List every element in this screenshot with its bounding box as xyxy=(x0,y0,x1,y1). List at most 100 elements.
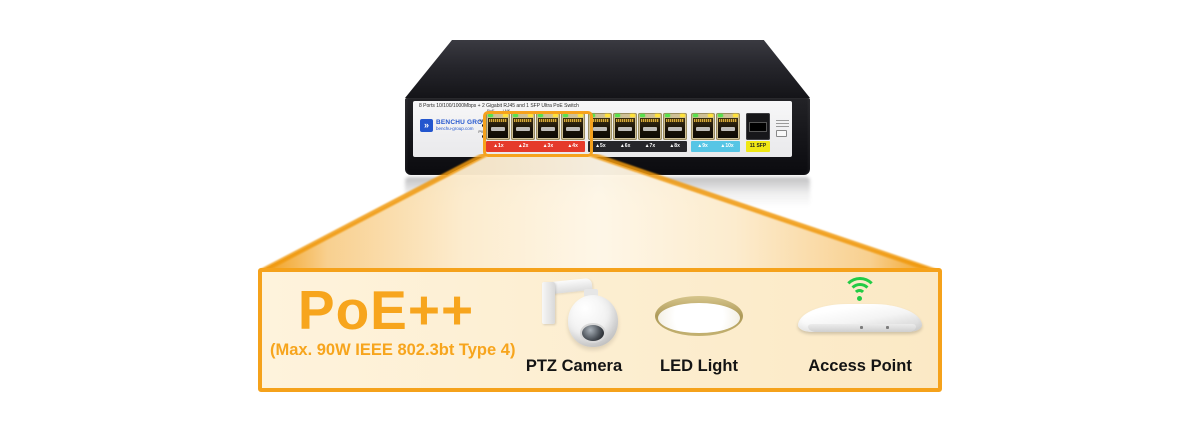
rj45-port-4 xyxy=(561,113,585,140)
link-led-icon xyxy=(615,114,620,117)
port-pins xyxy=(666,119,684,122)
device-label: Access Point xyxy=(808,357,912,375)
poe-port-group-1-4: ▲1x ▲2x ▲3x ▲4x xyxy=(486,113,585,152)
port-label: ▲6x xyxy=(619,143,631,149)
port-sticker xyxy=(593,127,607,131)
sfp-port-label: 11 SFP xyxy=(749,143,767,149)
poe-subtitle: (Max. 90W IEEE 802.3bt Type 4) xyxy=(270,341,516,360)
sfp-port-group: 11 SFP xyxy=(746,113,770,152)
port-pins xyxy=(694,119,712,122)
uplink-port-group: ▲9x ▲10x xyxy=(691,113,740,152)
port-label-band-red: ▲1x ▲2x ▲3x ▲4x xyxy=(486,141,585,152)
link-led-icon xyxy=(718,114,723,117)
poe-header-label: PoE xyxy=(487,108,495,113)
port-header-labels: PoE LNK xyxy=(487,108,510,113)
wifi-signal-icon xyxy=(841,276,879,301)
poe-led-icon xyxy=(605,114,610,117)
access-point-base xyxy=(808,324,916,332)
port-label: ▲10x xyxy=(720,143,734,149)
rj45-port-2 xyxy=(511,113,535,140)
port-row: ▲1x ▲2x ▲3x ▲4x ▲5x xyxy=(486,113,770,152)
link-led-icon xyxy=(488,114,493,117)
fine-print-line xyxy=(776,123,789,124)
port-sticker xyxy=(491,127,505,131)
fine-print-line xyxy=(776,120,789,121)
uplink-label-band: ▲9x ▲10x xyxy=(691,141,740,152)
lnk-header-label: LNK xyxy=(502,108,511,113)
port-label: ▲8x xyxy=(669,143,680,149)
poe-text-block: PoE++ (Max. 90W IEEE 802.3bt Type 4) xyxy=(270,279,516,360)
poe-ports-highlight xyxy=(483,111,593,157)
link-led-icon xyxy=(693,114,698,117)
poe-title: PoE++ xyxy=(297,279,475,341)
poe-led-icon xyxy=(528,114,533,117)
device-label: LED Light xyxy=(660,357,738,375)
link-led-icon xyxy=(665,114,670,117)
led-light-illustration xyxy=(639,296,759,372)
port-label-band-dark: ▲5x ▲6x ▲7x ▲8x xyxy=(588,141,687,152)
sfp-port xyxy=(746,113,770,140)
brand-name: BENCHU GROUP xyxy=(436,119,492,126)
panel-title: 8 Ports 10/100/1000Mbps + 2 Gigabit RJ45… xyxy=(419,103,579,109)
port-sticker xyxy=(668,127,682,131)
ap-port-dot xyxy=(860,326,863,329)
ptz-camera-illustration xyxy=(509,277,639,354)
rj45-port-8 xyxy=(663,113,687,140)
reset-button xyxy=(776,130,787,137)
port-label: ▲4x xyxy=(567,143,578,149)
link-led-icon xyxy=(538,114,543,117)
sfp-label-band: 11 SFP xyxy=(746,141,770,152)
poe-led-icon xyxy=(680,114,685,117)
device-ptz-camera: PTZ Camera xyxy=(509,277,639,376)
brand-block: » BENCHU GROUP benchu-group.com xyxy=(420,119,492,132)
port-pins xyxy=(489,119,507,122)
rj45-port-9 xyxy=(691,113,715,140)
poe-led-icon xyxy=(630,114,635,117)
port-sticker xyxy=(721,127,735,131)
sfp-slot xyxy=(749,122,767,132)
camera-wall-plate xyxy=(542,282,555,324)
access-point-illustration xyxy=(785,276,935,352)
camera-dome xyxy=(568,295,618,347)
port-label: ▲5x xyxy=(595,143,606,149)
fine-print-line xyxy=(776,126,789,127)
brand-logo-icon: » xyxy=(420,119,433,132)
rj45-port-6 xyxy=(613,113,637,140)
port-sticker xyxy=(618,127,632,131)
lamp-face xyxy=(658,303,740,333)
link-led-icon xyxy=(640,114,645,117)
poe-port-group-5-8: ▲5x ▲6x ▲7x ▲8x xyxy=(588,113,687,152)
rj45-port-10 xyxy=(716,113,740,140)
rj45-port-7 xyxy=(638,113,662,140)
switch-front-face: 8 Ports 10/100/1000Mbps + 2 Gigabit RJ45… xyxy=(405,98,810,175)
poe-led-icon xyxy=(655,114,660,117)
poe-led-icon xyxy=(578,114,583,117)
fine-print-block xyxy=(776,120,789,137)
port-pins xyxy=(591,119,609,122)
port-pins xyxy=(539,119,557,122)
port-pins xyxy=(514,119,532,122)
zoom-funnel xyxy=(258,154,939,272)
brand-website: benchu-group.com xyxy=(436,126,474,131)
port-pins xyxy=(641,119,659,122)
port-sticker xyxy=(566,127,580,131)
switch-top-face xyxy=(405,40,810,98)
poe-led-icon xyxy=(733,114,738,117)
device-access-point: Access Point xyxy=(785,274,935,376)
port-label: ▲9x xyxy=(697,143,708,149)
port-pins xyxy=(719,119,737,122)
device-led-light: LED Light xyxy=(639,278,759,376)
ap-port-dot xyxy=(886,326,889,329)
rj45-port-3 xyxy=(536,113,560,140)
switch-front-panel: 8 Ports 10/100/1000Mbps + 2 Gigabit RJ45… xyxy=(413,101,792,157)
port-pins xyxy=(564,119,582,122)
camera-lens xyxy=(580,323,606,343)
port-pins xyxy=(616,119,634,122)
port-label: ▲3x xyxy=(542,143,554,149)
port-label: ▲1x xyxy=(493,143,504,149)
poe-callout-box: PoE++ (Max. 90W IEEE 802.3bt Type 4) PTZ… xyxy=(258,268,942,392)
poe-led-icon xyxy=(708,114,713,117)
port-label: ▲2x xyxy=(517,143,529,149)
camera-neck xyxy=(584,289,598,297)
